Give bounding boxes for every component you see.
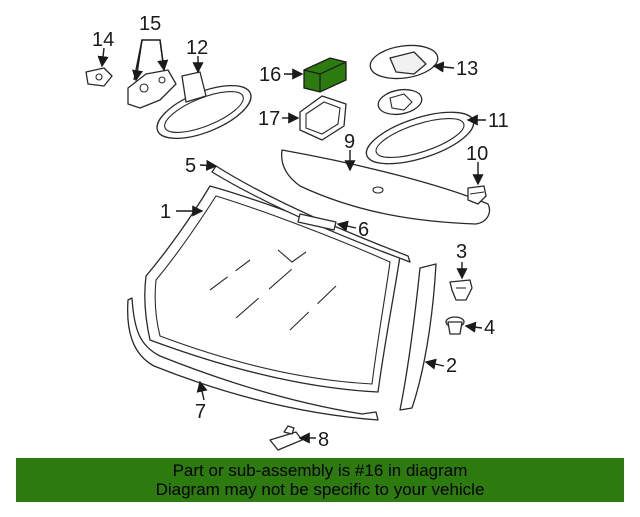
callout-15: 15 — [139, 13, 161, 35]
callout-4: 4 — [484, 317, 495, 339]
gasket — [85, 67, 113, 87]
callout-3: 3 — [456, 241, 467, 263]
sensor-cover — [369, 44, 439, 80]
upper-molding — [211, 165, 411, 263]
callout-9: 9 — [344, 131, 355, 153]
fastener — [445, 316, 465, 335]
callout-16: 16 — [259, 64, 281, 86]
lower-molding — [126, 297, 379, 421]
callout-8: 8 — [318, 429, 329, 451]
retainer-clip-10 — [467, 185, 487, 205]
retainer-clip-3 — [449, 279, 473, 301]
callout-5: 5 — [185, 155, 196, 177]
callout-12: 12 — [186, 37, 208, 59]
callout-11: 11 — [488, 110, 509, 132]
info-banner: Part or sub-assembly is #16 in diagram D… — [16, 458, 624, 502]
callout-1: 1 — [160, 201, 171, 223]
callout-labels: 1 2 3 4 5 6 7 8 9 10 11 12 13 14 15 16 1… — [92, 13, 509, 451]
callout-2: 2 — [446, 355, 457, 377]
pillar-trim — [399, 263, 437, 411]
callout-6: 6 — [358, 219, 369, 241]
highlighted-part-16[interactable] — [303, 57, 347, 93]
trim-strip — [297, 213, 337, 231]
callout-14: 14 — [92, 29, 114, 51]
windshield-glass — [144, 185, 401, 393]
bracket — [269, 425, 303, 451]
leader-lines — [97, 39, 486, 444]
mirror-cover — [299, 95, 347, 141]
callout-13: 13 — [456, 58, 478, 80]
banner-line-2: Diagram may not be specific to your vehi… — [155, 480, 485, 499]
header-panel — [280, 149, 491, 225]
callout-17: 17 — [258, 108, 280, 130]
callout-7: 7 — [195, 401, 206, 423]
rearview-mirror-right — [365, 88, 475, 165]
banner-line-1: Part or sub-assembly is #16 in diagram — [172, 461, 468, 480]
callout-10: 10 — [466, 143, 488, 165]
